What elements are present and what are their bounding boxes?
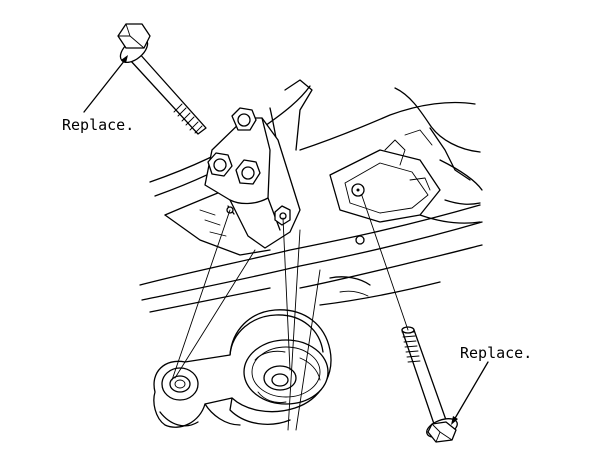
bracket-small-fastener <box>274 205 291 226</box>
subframe-structure <box>139 79 483 313</box>
replace-label-upper-bolt: Replace. <box>62 116 135 134</box>
lower-bolt <box>401 326 458 443</box>
leader-lines <box>83 55 489 425</box>
bracket-nut-lower <box>235 159 261 185</box>
replace-label-lower-bolt: Replace. <box>460 344 533 362</box>
bracket-nut-middle <box>207 152 233 177</box>
alignment-lines <box>171 183 409 431</box>
bracket-nut-top <box>231 107 257 131</box>
mount-bracket <box>204 107 301 249</box>
